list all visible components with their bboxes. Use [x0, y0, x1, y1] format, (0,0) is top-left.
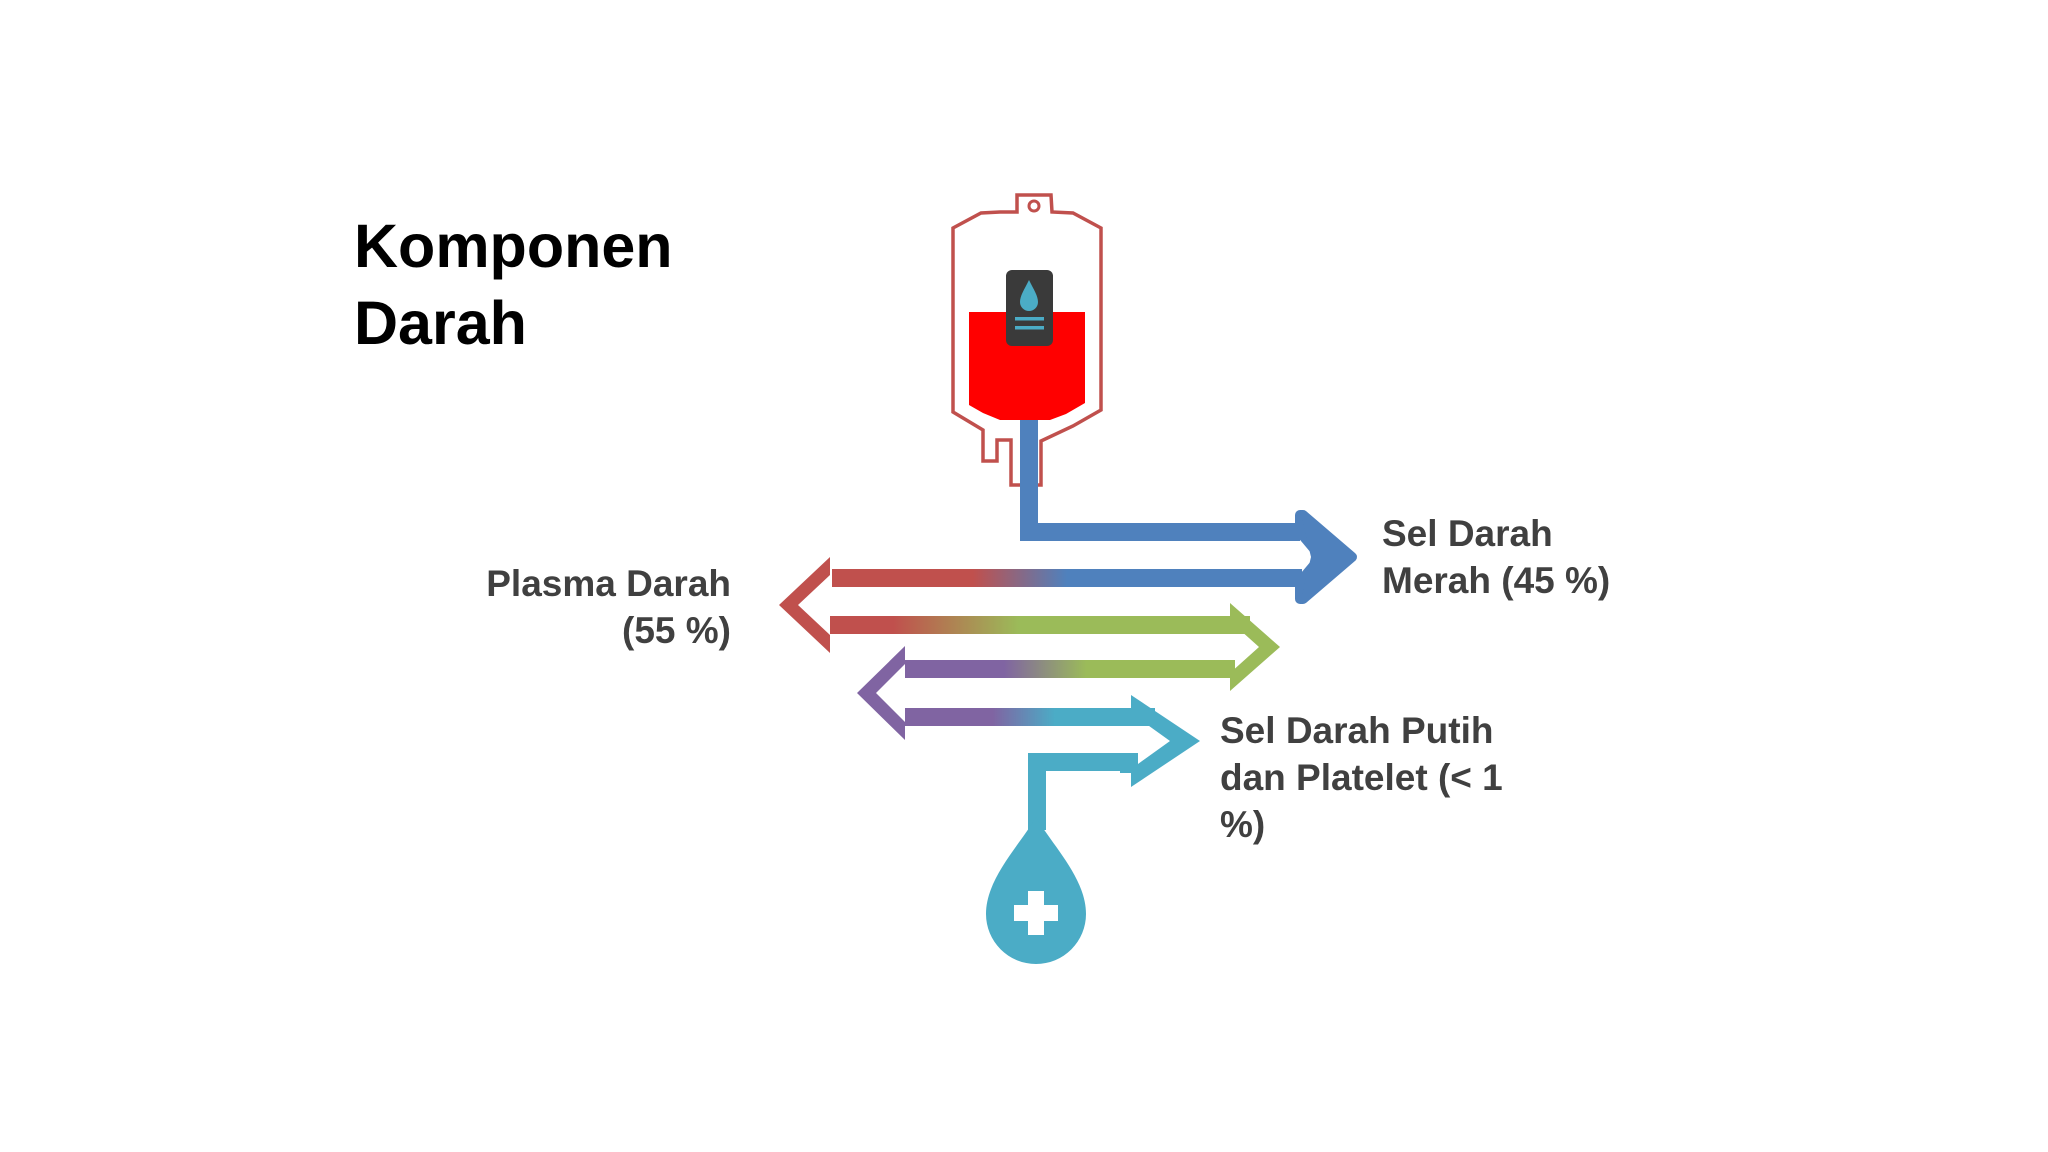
label-putih-line-2: dan Platelet (< 1: [1220, 757, 1503, 798]
page-title: Komponen Darah: [354, 208, 673, 362]
label-sel-darah-merah: Sel Darah Merah (45 %): [1382, 510, 1610, 604]
label-putih-line-1: Sel Darah Putih: [1220, 710, 1494, 751]
medical-cross-icon: [1014, 891, 1058, 935]
label-putih-line-3: %): [1220, 804, 1266, 845]
label-merah-line-2: Merah (45 %): [1382, 560, 1611, 601]
label-merah-line-1: Sel Darah: [1382, 513, 1553, 554]
label-sel-darah-putih: Sel Darah Putih dan Platelet (< 1 %): [1220, 707, 1560, 848]
blood-bag-icon: [951, 193, 1103, 487]
label-plasma-line-2: (55 %): [622, 610, 731, 651]
title-line-2: Darah: [354, 289, 527, 357]
drop-icon: [986, 817, 1086, 964]
label-plasma: Plasma Darah (55 %): [486, 560, 731, 654]
label-plasma-line-1: Plasma Darah: [486, 563, 731, 604]
title-line-1: Komponen: [354, 212, 673, 280]
